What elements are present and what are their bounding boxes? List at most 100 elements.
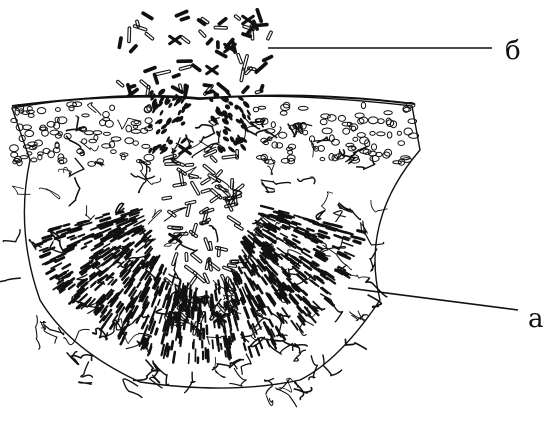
- tissue-cell: [397, 131, 401, 135]
- tissue-cell: [371, 144, 376, 150]
- neck-cell: [180, 121, 186, 127]
- hypha: [241, 354, 251, 375]
- tissue-cell: [378, 119, 385, 124]
- tissue-cell: [361, 102, 365, 108]
- conidiophore: [292, 235, 297, 237]
- tissue-cell: [145, 118, 152, 124]
- tissue-cell: [145, 162, 151, 165]
- hypha: [230, 368, 247, 386]
- tissue-cell: [322, 128, 332, 134]
- conidiophore: [303, 291, 307, 295]
- hypha: [262, 183, 275, 193]
- neck-cell: [239, 143, 247, 152]
- conidiophore: [304, 249, 309, 252]
- released-spore: [191, 63, 202, 72]
- hypha: [196, 124, 214, 128]
- conidiophore: [233, 334, 234, 339]
- conidiophore: [82, 246, 87, 248]
- conidiophore: [278, 238, 283, 241]
- tissue-cell: [271, 122, 275, 128]
- neck-cell: [238, 105, 245, 114]
- conidiophore: [158, 300, 160, 305]
- tissue-cell: [320, 119, 327, 125]
- conidiophore: [107, 262, 116, 270]
- spore: [162, 196, 172, 200]
- tissue-cell: [111, 137, 121, 141]
- conidiophore: [230, 279, 232, 284]
- spore: [185, 252, 188, 261]
- hypha: [370, 249, 377, 271]
- conidiophore: [64, 224, 69, 225]
- conidiophore: [281, 234, 288, 238]
- conidiophore: [172, 274, 175, 283]
- conidiophore: [324, 223, 332, 225]
- conidiophore: [294, 215, 299, 217]
- released-spore: [118, 37, 123, 49]
- conidiophore: [229, 340, 230, 348]
- tissue-cell: [23, 125, 32, 130]
- conidiophore: [51, 263, 61, 268]
- conidiophore: [240, 289, 244, 298]
- tissue-cell: [320, 158, 325, 161]
- released-spore: [139, 79, 150, 89]
- hypha: [88, 103, 102, 116]
- conidiophore: [242, 333, 245, 342]
- conidiophore: [156, 329, 158, 334]
- released-spore: [216, 41, 219, 49]
- conidiophore: [137, 283, 140, 287]
- conidiophore: [256, 346, 260, 356]
- tissue-cell: [31, 158, 37, 162]
- hypha: [244, 130, 277, 138]
- conidiophore: [224, 337, 226, 347]
- hypha: [276, 378, 296, 407]
- released-spore: [145, 32, 155, 41]
- conidiophore: [298, 307, 302, 312]
- conidiophore: [191, 290, 192, 298]
- released-spore: [180, 16, 190, 22]
- conidiophore: [189, 353, 190, 363]
- tissue-cell: [370, 132, 375, 136]
- hypha: [79, 382, 93, 385]
- released-spore: [198, 29, 206, 37]
- tissue-cell: [48, 151, 55, 158]
- conidiophore: [261, 206, 273, 209]
- tissue-cell: [126, 125, 132, 132]
- released-spore: [254, 62, 267, 74]
- tissue-cell: [89, 139, 97, 143]
- neck-cell: [155, 128, 162, 135]
- conidiophore: [179, 281, 180, 287]
- hypha: [66, 116, 79, 131]
- conidiophore: [338, 271, 342, 274]
- tissue-cell: [368, 117, 378, 124]
- tissue-cell: [110, 105, 115, 110]
- conidiophore: [278, 216, 284, 218]
- spore: [227, 215, 241, 225]
- conidiophore: [55, 236, 64, 239]
- released-spore: [266, 31, 273, 41]
- tissue-cell: [383, 152, 390, 158]
- tissue-cell: [343, 128, 350, 134]
- conidiophore: [101, 218, 110, 221]
- conidiophore: [221, 344, 222, 350]
- spore: [200, 177, 210, 185]
- tissue-cell: [404, 107, 411, 111]
- hypha: [209, 226, 218, 242]
- conidiophore: [168, 301, 170, 307]
- conidiophore: [232, 299, 234, 305]
- conidiophore: [137, 316, 140, 323]
- hypha: [150, 375, 163, 388]
- tissue-cell: [10, 145, 19, 152]
- hypha: [266, 395, 273, 405]
- tissue-cell: [55, 108, 60, 112]
- conidiophore: [96, 217, 103, 219]
- hypha: [86, 205, 95, 220]
- conidiophore: [71, 238, 76, 240]
- hypha: [261, 180, 291, 184]
- spore: [171, 252, 178, 266]
- spore: [190, 181, 200, 196]
- released-spore: [184, 84, 187, 95]
- released-spore: [116, 80, 124, 88]
- spore: [217, 247, 220, 257]
- conidiophore: [110, 323, 114, 329]
- hypha: [133, 370, 158, 380]
